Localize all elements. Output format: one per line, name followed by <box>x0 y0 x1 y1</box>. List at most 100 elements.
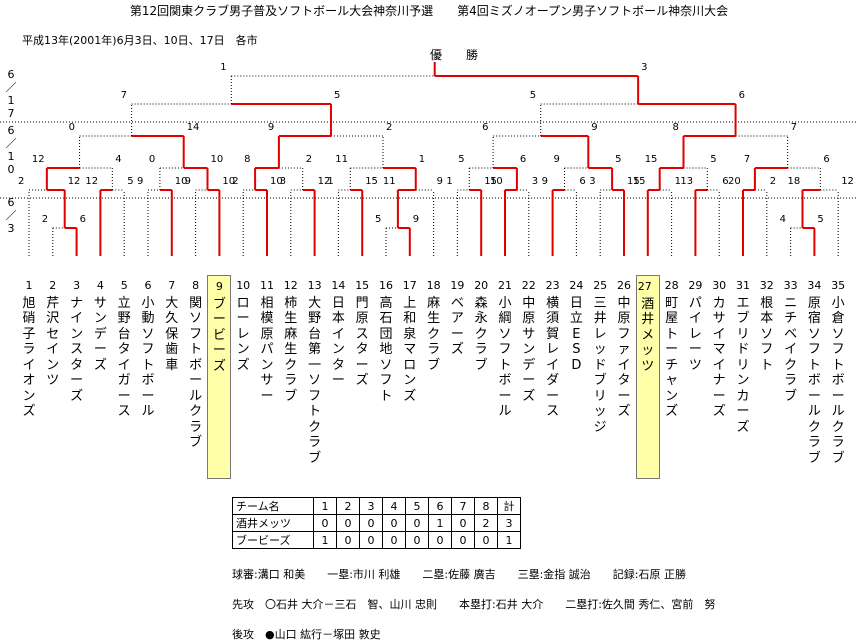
team-label: 8 関ソフトボールクラブ <box>188 278 204 451</box>
team-name: 芹沢セインツ <box>46 295 60 389</box>
umpires-line: 球審:溝口 和美 一塁:市川 利雄 二塁:佐藤 廣吉 三塁:金指 誠治 記録:石… <box>232 568 687 581</box>
match-score: 12 <box>841 176 854 187</box>
match-score: 1 <box>674 176 681 187</box>
team-number: 23 <box>545 279 560 292</box>
scoreboard-header: チーム名 1 2 3 4 5 6 7 8 計 <box>232 497 521 515</box>
match-score: 2 <box>232 176 239 187</box>
match-score: 4 <box>115 154 122 165</box>
match-score: 12 <box>67 176 81 187</box>
team-name: サンデーズ <box>93 295 107 373</box>
team-number: 27 <box>637 280 652 293</box>
team-number: 17 <box>402 279 417 292</box>
scoreboard-cell: 0 <box>359 531 383 549</box>
team-number: 26 <box>617 279 631 292</box>
scoreboard-row: 酒井メッツ 0 0 0 0 0 1 0 2 3 <box>232 514 521 532</box>
team-name: 旭硝子ライオンズ <box>22 295 36 420</box>
match-score: 10 <box>270 176 283 187</box>
team-name: 中原サンデーズ <box>522 295 536 404</box>
round-date-char: ／ <box>5 137 17 150</box>
round-date-char: ／ <box>5 209 17 222</box>
match-score: 6 <box>722 176 729 187</box>
match-score: 2 <box>41 214 49 225</box>
team-name: 小動ソフトボール <box>141 295 155 420</box>
match-score: 3 <box>531 176 539 187</box>
scoreboard-cell: 2 <box>474 514 498 532</box>
match-score: 6 <box>519 154 527 165</box>
page-title: 第12回関東クラブ男子普及ソフトボール大会神奈川予選 第4回ミズノオープン男子ソ… <box>129 4 729 18</box>
round-date-char: 3 <box>7 222 15 235</box>
match-score: 6 <box>482 122 489 133</box>
match-score: 5 <box>615 154 622 165</box>
scoreboard-header-cell: 2 <box>336 497 360 515</box>
tournament-bracket <box>0 62 858 256</box>
scoreboard-cell: 0 <box>405 531 429 549</box>
team-number: 18 <box>426 279 441 292</box>
scoreboard-cell: 0 <box>451 514 475 532</box>
team-name: 酒井メッツ <box>641 296 655 374</box>
match-score: 10 <box>222 176 236 187</box>
match-score: 9 <box>436 176 443 187</box>
match-score: 12 <box>31 154 45 165</box>
scoreboard-cell: 1 <box>313 531 337 549</box>
team-name: 門原スターズ <box>355 295 369 389</box>
team-number: 20 <box>474 279 489 292</box>
team-number: 28 <box>664 279 679 292</box>
match-score: 6 <box>738 90 745 101</box>
scoreboard-cell: 0 <box>451 531 475 549</box>
scoreboard-team: 酒井メッツ <box>232 514 314 532</box>
round-date-char: 6 <box>7 196 15 209</box>
team-name: 立野台タイガース <box>117 295 131 420</box>
team-name: 日本インター <box>331 295 345 389</box>
team-number: 1 <box>25 279 33 292</box>
team-name: 大野台第一ソフトクラブ <box>308 295 322 466</box>
team-name: 小綱ソフトボール <box>498 295 512 420</box>
round-date-label: 6／3 <box>5 196 17 235</box>
scoreboard-header-cell: 6 <box>428 497 452 515</box>
round-date-char: 1 <box>7 150 15 163</box>
match-score: 1 <box>220 62 227 73</box>
scoreboard-cell: 0 <box>474 531 498 549</box>
match-score: 7 <box>743 154 751 165</box>
match-score: 8 <box>244 154 251 165</box>
second-attack-line: 後攻 ●山口 紘行－塚田 敦史 <box>232 628 381 641</box>
round-date-char: 1 <box>7 94 15 107</box>
team-name: 高石団地ソフト <box>379 295 393 404</box>
team-name: パイレーツ <box>688 295 702 373</box>
match-score: 5 <box>710 154 717 165</box>
round-date-char: 6 <box>7 68 15 81</box>
match-score: 12 <box>317 176 331 187</box>
match-score: 5 <box>817 214 824 225</box>
team-number: 16 <box>379 279 393 292</box>
team-label: 16 高石団地ソフト <box>378 278 394 404</box>
team-name: 日立ESD <box>569 295 583 373</box>
team-name: 関ソフトボールクラブ <box>189 295 203 451</box>
team-number: 32 <box>759 279 774 292</box>
team-name: ニチベイクラブ <box>784 295 798 404</box>
team-number: 31 <box>736 279 750 292</box>
team-number: 8 <box>192 279 200 292</box>
team-name: エブリドリンカーズ <box>736 295 750 435</box>
scoreboard-team: ブービーズ <box>232 531 314 549</box>
team-number: 11 <box>260 279 274 292</box>
match-score: 3 <box>589 176 596 187</box>
scoreboard-header-cell: 8 <box>474 497 498 515</box>
round-date-char: 0 <box>7 163 15 176</box>
round-date-char: ／ <box>5 81 17 94</box>
